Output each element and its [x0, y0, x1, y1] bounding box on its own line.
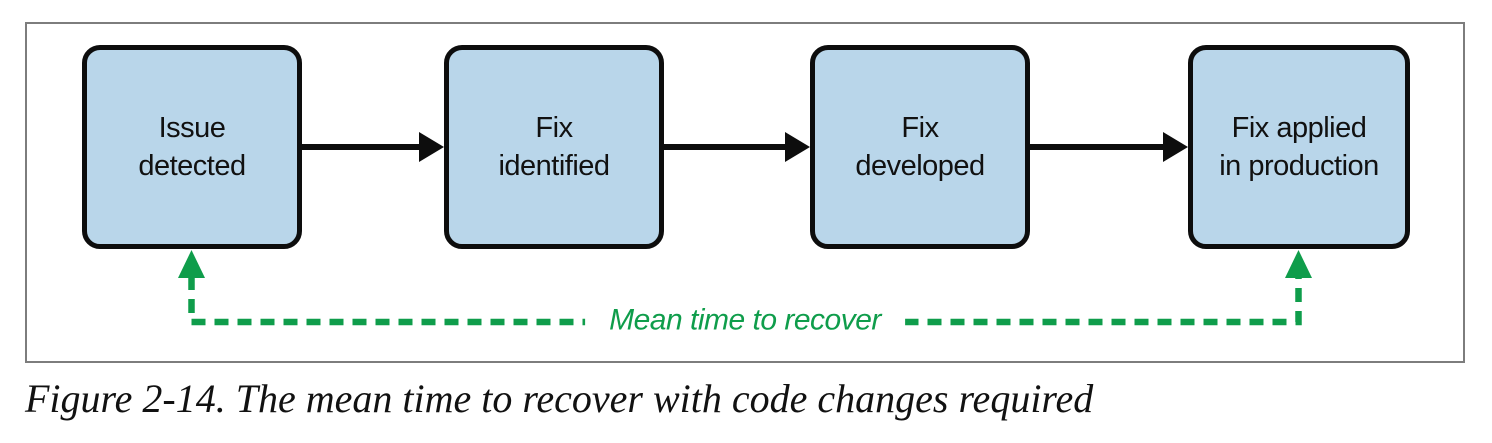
- node-fix-applied-in-production: Fix applied in production: [1188, 45, 1410, 249]
- node-fix-identified: Fix identified: [444, 45, 664, 249]
- flow-arrow-1: [302, 132, 444, 162]
- node-fix-developed-label: Fix developed: [855, 111, 985, 182]
- mtr-arrowhead-right: [1285, 250, 1312, 278]
- flow-arrowhead-2: [785, 132, 810, 162]
- flow-arrowhead-3: [1163, 132, 1188, 162]
- flow-arrow-2: [664, 132, 810, 162]
- mean-time-to-recover-label: Mean time to recover: [585, 301, 905, 340]
- figure-caption: Figure 2-14. The mean time to recover wi…: [25, 376, 1094, 421]
- node-fix-developed: Fix developed: [810, 45, 1030, 249]
- node-issue-detected: Issue detected: [82, 45, 302, 249]
- node-fix-applied-in-production-label: Fix applied in production: [1219, 111, 1379, 182]
- node-fix-identified-label: Fix identified: [498, 111, 610, 182]
- mtr-arrowhead-left: [178, 250, 205, 278]
- flow-arrowhead-1: [419, 132, 444, 162]
- flow-arrow-3: [1030, 132, 1188, 162]
- node-issue-detected-label: Issue detected: [138, 111, 246, 182]
